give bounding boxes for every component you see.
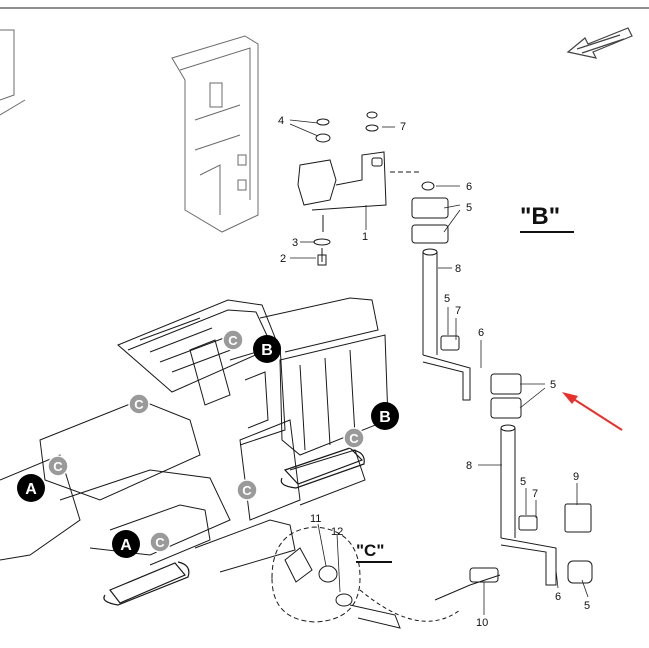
view-direction-arrow-icon [566, 27, 633, 59]
callout-9: 9 [573, 471, 579, 483]
callout-6-low: 6 [555, 591, 561, 603]
marker-c-1: C [222, 329, 244, 351]
callout-6-top: 6 [466, 181, 472, 193]
callout-5-mid-left: 5 [444, 293, 450, 305]
callout-11: 11 [310, 513, 321, 525]
callout-3: 3 [292, 237, 298, 249]
marker-c-letter: C [53, 459, 63, 474]
callout-8-top: 8 [455, 263, 461, 275]
road-milling-machine-body [0, 297, 389, 573]
callout-1: 1 [362, 231, 368, 243]
marker-c-4: C [47, 455, 69, 477]
marker-c-letter: C [242, 483, 252, 498]
cab-door-outline [0, 29, 259, 233]
section-label-b: "B" [520, 203, 560, 230]
callout-12: 12 [331, 526, 343, 538]
mounting-tube-assembly [411, 197, 593, 586]
bracket-assembly-top [297, 111, 435, 266]
marker-a-letter: A [25, 481, 37, 498]
red-pointer-arrow-icon [562, 392, 623, 431]
callout-2: 2 [280, 253, 286, 265]
marker-b-1: B [253, 335, 281, 363]
callout-10: 10 [476, 617, 488, 629]
marker-a-1: A [17, 474, 45, 502]
callout-4: 4 [278, 115, 284, 127]
marker-c-5: C [236, 479, 258, 501]
marker-c-3: C [343, 427, 365, 449]
callout-5-low-right: 5 [584, 600, 590, 612]
marker-c-letter: C [134, 397, 144, 412]
callout-7-mid: 7 [455, 305, 461, 317]
callout-5-low-left: 5 [520, 476, 526, 488]
marker-b-letter: B [261, 342, 273, 359]
marker-c-letter: C [228, 333, 238, 348]
marker-c-letter: C [349, 431, 359, 446]
callout-5-mid-right: 5 [550, 379, 556, 391]
marker-c-6: C [149, 531, 171, 553]
marker-a-letter: A [120, 537, 132, 554]
coupling-detail-c [271, 526, 501, 629]
callout-5-top: 5 [466, 202, 472, 214]
callout-8-low: 8 [466, 460, 472, 472]
marker-b-letter: B [379, 409, 391, 426]
marker-b-2: B [371, 402, 399, 430]
section-label-c: "C" [356, 541, 384, 560]
callout-6-mid: 6 [478, 327, 484, 339]
tracks [103, 447, 365, 606]
callout-7-low: 7 [532, 488, 538, 500]
marker-c-letter: C [155, 535, 165, 550]
marker-c-2: C [128, 393, 150, 415]
marker-a-2: A [112, 530, 140, 558]
callout-7-top: 7 [400, 121, 406, 133]
callout-leader-lines [289, 119, 589, 615]
